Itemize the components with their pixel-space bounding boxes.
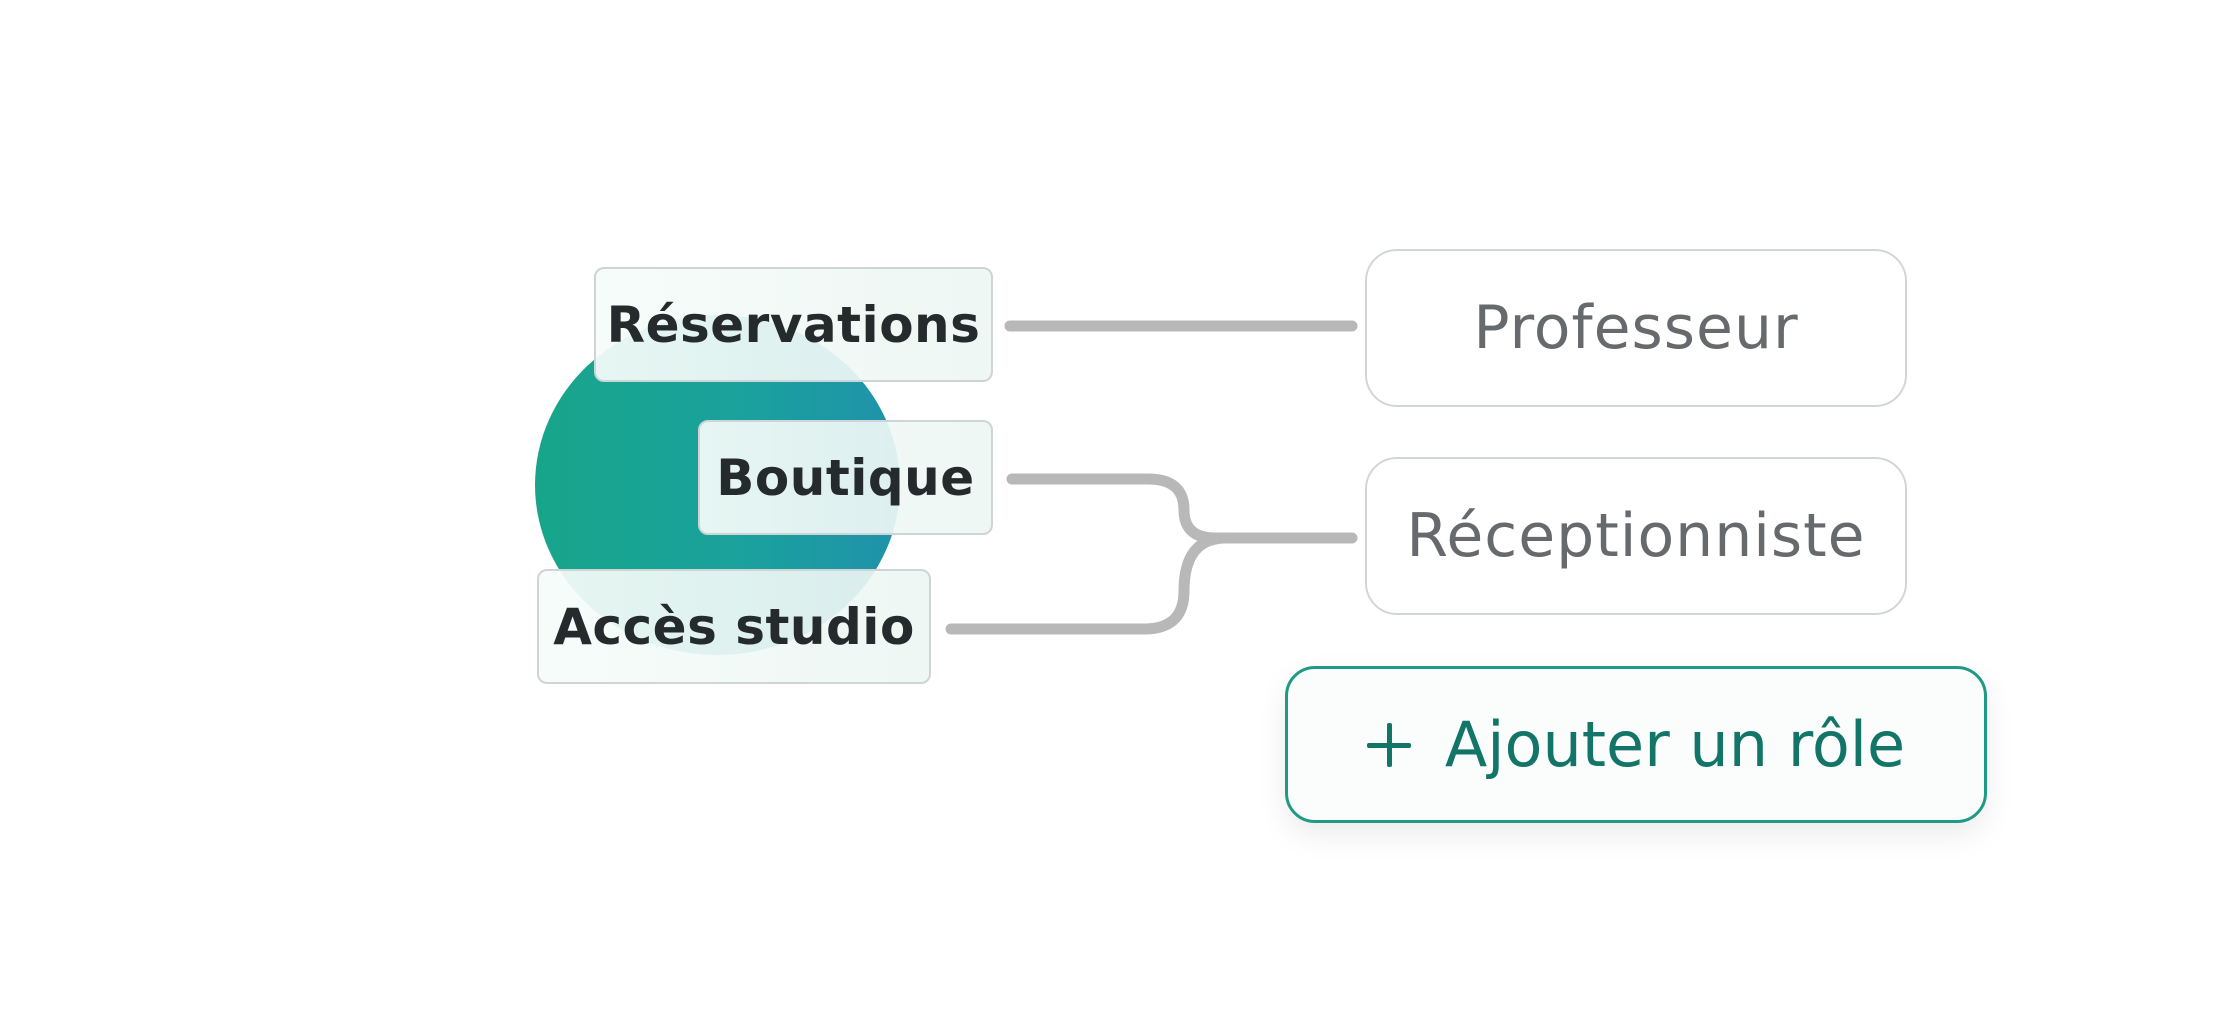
permission-chip-acces-studio[interactable]: Accès studio [537,569,931,684]
role-card-label: Réceptionniste [1406,501,1866,571]
permission-chip-label: Réservations [606,295,981,354]
permission-chip-reservations[interactable]: Réservations [594,267,993,382]
connector-acces-studio-to-receptionniste [945,532,1232,635]
permission-chip-label: Boutique [716,448,975,507]
plus-icon [1366,722,1411,767]
role-card-professeur[interactable]: Professeur [1365,249,1907,407]
role-card-label: Professeur [1473,293,1799,363]
add-role-label: Ajouter un rôle [1444,708,1906,781]
permission-chip-boutique[interactable]: Boutique [698,420,993,535]
role-card-receptionniste[interactable]: Réceptionniste [1365,457,1907,615]
permission-chip-label: Accès studio [553,597,915,656]
add-role-button[interactable]: Ajouter un rôle [1285,666,1987,823]
connector-boutique-to-receptionniste [1006,473,1358,544]
